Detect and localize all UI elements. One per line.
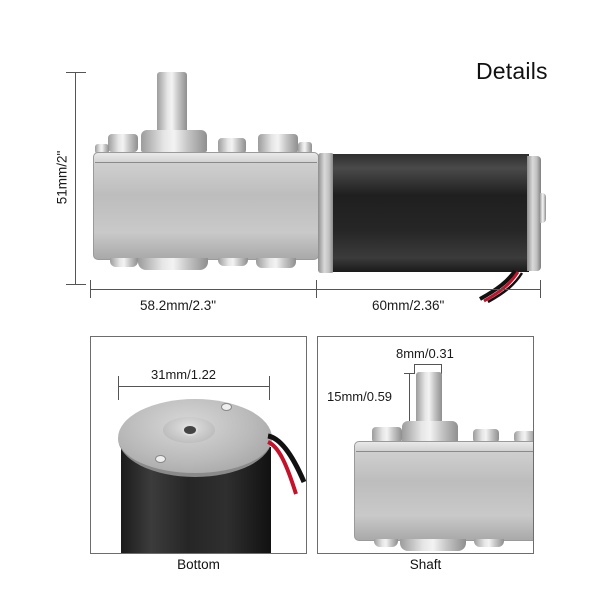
bottom-boss [138, 258, 208, 270]
diameter-tick-left [118, 376, 119, 400]
gearbox-housing [93, 152, 319, 260]
length-dimension-line [90, 289, 541, 290]
screw-boss [108, 134, 138, 152]
screw-boss [514, 431, 533, 443]
shaft-end [182, 424, 198, 436]
motor-wires [267, 433, 306, 495]
output-shaft [416, 372, 442, 426]
screw-boss [473, 429, 499, 443]
shaft-length-tick-top [404, 373, 414, 374]
screw-boss [218, 138, 246, 154]
shaft-length-label: 15mm/0.59 [327, 389, 393, 404]
bottom-boss [218, 258, 248, 266]
motor-body [333, 154, 529, 272]
gearbox-housing [354, 441, 533, 541]
gearbox-edge [95, 162, 317, 163]
diameter-tick-right [269, 376, 270, 400]
page-title: Details [476, 58, 548, 84]
height-dimension-label: 51mm/2" [54, 150, 70, 205]
shaft-view-caption: Shaft [409, 557, 442, 572]
shaft-diameter-line [414, 364, 442, 365]
bottom-boss [110, 258, 138, 267]
motor-front-ring [318, 153, 334, 273]
screw-boss [258, 134, 298, 154]
diameter-dimension-line [118, 386, 270, 387]
shaft-diameter-tick-left [414, 364, 415, 374]
motor-length-label: 60mm/2.36" [372, 298, 445, 313]
shaft-diameter-tick-right [441, 364, 442, 374]
bottom-boss [474, 539, 504, 547]
gearbox-edge [356, 451, 533, 452]
diameter-label: 31mm/1.22 [151, 367, 217, 382]
main-product-image [90, 68, 560, 303]
motor-rear-bearing [540, 193, 546, 223]
height-dimension-tick-bottom [66, 284, 86, 285]
shaft-diameter-label: 8mm/0.31 [396, 346, 454, 361]
screw-boss [95, 144, 109, 154]
bottom-boss [400, 539, 466, 551]
bottom-view-panel: 31mm/1.22 [90, 336, 307, 554]
shaft-collar [141, 130, 207, 152]
motor-rear-ring [527, 156, 541, 271]
length-tick-middle [316, 280, 317, 298]
height-dimension-line [75, 72, 76, 284]
screw [221, 403, 232, 411]
shaft-view-panel: 8mm/0.31 15mm/0.59 [317, 336, 534, 554]
bottom-view-caption: Bottom [177, 557, 220, 572]
output-shaft [157, 72, 187, 134]
gearbox-length-label: 58.2mm/2.3" [140, 298, 217, 313]
shaft-length-line [409, 373, 410, 424]
bottom-boss [256, 258, 296, 268]
shaft-collar [402, 421, 458, 443]
length-tick-left [90, 280, 91, 298]
length-tick-right [540, 280, 541, 298]
screw-boss [372, 427, 402, 443]
height-dimension-tick-top [66, 72, 86, 73]
screw [155, 455, 166, 463]
bottom-boss [374, 539, 398, 547]
motor-wires [479, 269, 524, 303]
screw-boss [298, 142, 312, 154]
